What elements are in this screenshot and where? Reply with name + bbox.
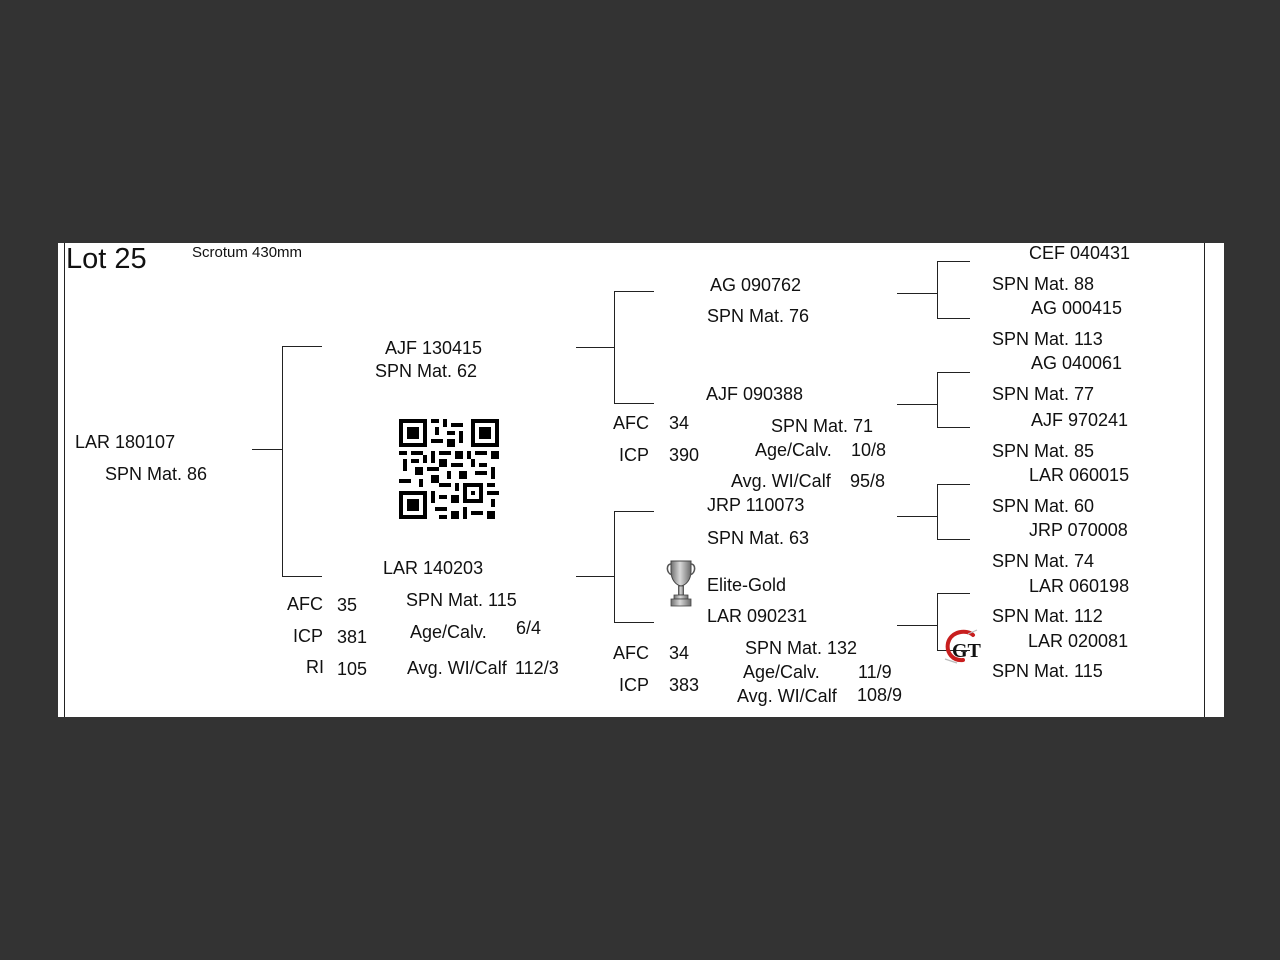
connector bbox=[614, 511, 615, 622]
gt-logo-icon: GT bbox=[944, 629, 982, 664]
connector bbox=[576, 347, 614, 348]
connector bbox=[937, 593, 970, 594]
sd-id: AJF 090388 bbox=[706, 384, 804, 404]
sd-age-value: 10/8 bbox=[851, 440, 887, 460]
gg-id: AG 000415 bbox=[1031, 298, 1123, 318]
ds-spn: SPN Mat. 63 bbox=[707, 528, 810, 548]
dam-spn: SPN Mat. 115 bbox=[406, 590, 517, 610]
gg-spn: SPN Mat. 115 bbox=[992, 661, 1103, 681]
gg-spn: SPN Mat. 113 bbox=[992, 329, 1103, 349]
gg-spn: SPN Mat. 88 bbox=[992, 274, 1095, 294]
sd-afc-value: 34 bbox=[669, 413, 690, 433]
dam-ri-value: 105 bbox=[337, 659, 368, 679]
sd-avg-label: Avg. WI/Calf bbox=[731, 471, 831, 491]
dd-avg-value: 108/9 bbox=[857, 685, 903, 705]
dam-ri-label: RI bbox=[306, 657, 324, 677]
sd-afc-label: AFC bbox=[613, 413, 649, 433]
dd-age-label: Age/Calv. bbox=[743, 662, 820, 682]
subject-spn: SPN Mat. 86 bbox=[105, 464, 208, 484]
gg-id: CEF 040431 bbox=[1029, 243, 1131, 263]
dam-icp-value: 381 bbox=[337, 627, 368, 647]
dd-afc-value: 34 bbox=[669, 643, 690, 663]
lot-title: Lot 25 bbox=[66, 243, 147, 275]
card-border-left bbox=[64, 243, 65, 717]
scrotum-measure: Scrotum 430mm bbox=[192, 244, 303, 261]
connector bbox=[614, 622, 654, 623]
connector bbox=[937, 261, 970, 262]
gg-id: AJF 970241 bbox=[1031, 410, 1129, 430]
dam-avg-label: Avg. WI/Calf bbox=[407, 658, 507, 678]
connector bbox=[282, 346, 283, 576]
connector bbox=[282, 346, 322, 347]
gg-id: JRP 070008 bbox=[1029, 520, 1128, 540]
qr-code bbox=[399, 419, 499, 519]
connector bbox=[614, 291, 654, 292]
dd-age-value: 11/9 bbox=[858, 662, 892, 682]
connector bbox=[937, 650, 970, 651]
dd-spn: SPN Mat. 132 bbox=[745, 638, 858, 658]
card-border-right bbox=[1204, 243, 1205, 717]
dd-icp-value: 383 bbox=[669, 675, 700, 695]
gg-spn: SPN Mat. 60 bbox=[992, 496, 1095, 516]
connector bbox=[937, 372, 970, 373]
gg-spn: SPN Mat. 77 bbox=[992, 384, 1095, 404]
sire-id: AJF 130415 bbox=[385, 338, 483, 358]
sd-spn: SPN Mat. 71 bbox=[771, 416, 874, 436]
pedigree-card: Lot 25 Scrotum 430mm LAR 180107 SPN Mat.… bbox=[58, 243, 1224, 717]
connector bbox=[252, 449, 282, 450]
subject-id: LAR 180107 bbox=[75, 432, 176, 452]
gg-id: AG 040061 bbox=[1031, 353, 1123, 373]
ss-spn: SPN Mat. 76 bbox=[707, 306, 810, 326]
sire-spn: SPN Mat. 62 bbox=[375, 361, 478, 381]
sd-age-label: Age/Calv. bbox=[755, 440, 832, 460]
connector bbox=[937, 484, 970, 485]
award-label: Elite-Gold bbox=[707, 575, 787, 595]
dd-id: LAR 090231 bbox=[707, 606, 808, 626]
gg-spn: SPN Mat. 112 bbox=[992, 606, 1103, 626]
connector bbox=[897, 404, 937, 405]
dam-age-value: 6/4 bbox=[516, 618, 542, 638]
connector bbox=[614, 403, 654, 404]
connector bbox=[614, 511, 654, 512]
dam-icp-label: ICP bbox=[293, 626, 324, 646]
gg-spn: SPN Mat. 74 bbox=[992, 551, 1095, 571]
dd-avg-label: Avg. WI/Calf bbox=[737, 686, 837, 706]
dd-afc-label: AFC bbox=[613, 643, 649, 663]
connector bbox=[937, 427, 970, 428]
dam-afc-value: 35 bbox=[337, 595, 358, 615]
sd-icp-label: ICP bbox=[619, 445, 650, 465]
gg-id: LAR 020081 bbox=[1028, 631, 1129, 651]
dam-afc-label: AFC bbox=[287, 594, 323, 614]
connector bbox=[937, 318, 970, 319]
connector bbox=[282, 576, 322, 577]
connector bbox=[937, 539, 970, 540]
gg-id: LAR 060015 bbox=[1029, 465, 1130, 485]
gt-logo-text: GT bbox=[952, 640, 982, 662]
dam-age-label: Age/Calv. bbox=[410, 622, 487, 642]
dd-icp-label: ICP bbox=[619, 675, 650, 695]
connector bbox=[937, 593, 938, 650]
connector bbox=[614, 291, 615, 403]
sd-icp-value: 390 bbox=[669, 445, 700, 465]
connector bbox=[937, 372, 938, 427]
connector bbox=[897, 293, 937, 294]
gg-spn: SPN Mat. 85 bbox=[992, 441, 1095, 461]
dam-id: LAR 140203 bbox=[383, 558, 484, 578]
gg-id: LAR 060198 bbox=[1029, 576, 1130, 596]
connector bbox=[937, 261, 938, 318]
connector bbox=[576, 576, 614, 577]
connector bbox=[897, 625, 937, 626]
ds-id: JRP 110073 bbox=[707, 495, 805, 515]
connector bbox=[937, 484, 938, 539]
trophy-icon bbox=[666, 560, 696, 607]
sd-avg-value: 95/8 bbox=[850, 471, 886, 491]
dam-avg-value: 112/3 bbox=[515, 658, 559, 678]
ss-id: AG 090762 bbox=[710, 275, 802, 295]
connector bbox=[897, 516, 937, 517]
